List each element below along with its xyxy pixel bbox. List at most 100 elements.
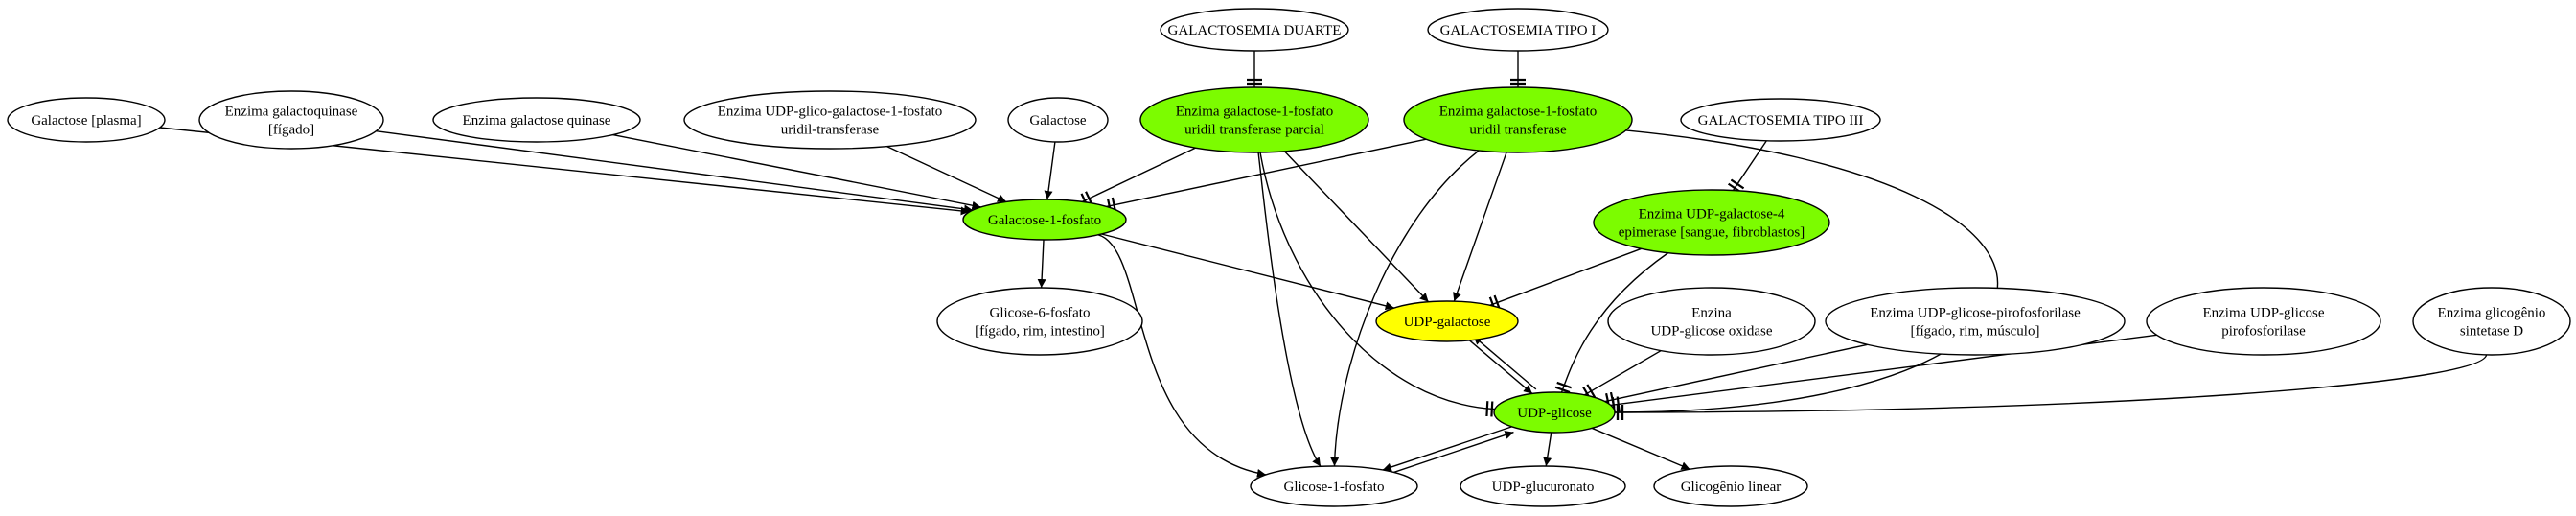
node-label: [fígado] bbox=[268, 123, 314, 138]
node-shape bbox=[962, 199, 1127, 241]
node-enzima-galactose-quinase: Enzima galactose quinase bbox=[432, 97, 641, 143]
edge-enzima-gal1p-parcial-to-udp-glicose bbox=[1259, 152, 1495, 417]
node-label: Enzima galactoquinase bbox=[225, 105, 358, 120]
node-label: UDP-glucuronato bbox=[1492, 480, 1595, 495]
node-label: Enzima galactose quinase bbox=[463, 113, 611, 129]
node-label: UDP-glicose bbox=[1517, 406, 1592, 421]
node-shape bbox=[1375, 300, 1519, 342]
node-enzima-galactoquinase: Enzima galactoquinase [fígado] bbox=[198, 90, 384, 150]
node-shape bbox=[1250, 465, 1418, 507]
node-label: uridil-transferase bbox=[781, 123, 880, 138]
node-galactosemia-tipo-iii: GALACTOSEMIA TIPO III bbox=[1680, 98, 1881, 142]
node-label: sintetase D bbox=[2460, 324, 2523, 340]
node-label: Enzima UDP-glicose bbox=[2202, 306, 2324, 321]
edge-galactosemia-tipo-iii-to-enzima-udp-gal-epimerase bbox=[1727, 140, 1767, 194]
edge-udp-glicose-to-udp-glucuronato bbox=[1543, 432, 1552, 467]
node-galactose-1-fosfato: Galactose-1-fosfato bbox=[962, 199, 1127, 241]
edge-enzima-udp-glicose-pirofosforilase-tissue-to-udp-glicose bbox=[1604, 343, 1868, 409]
edge-udp-glicose-to-glicogenio-linear bbox=[1591, 427, 1690, 470]
node-label: epimerase [sangue, fibroblastos] bbox=[1619, 225, 1806, 241]
edge-enzima-gal1p-to-galactose-1-fosfato bbox=[1106, 138, 1427, 214]
node-shape bbox=[1607, 287, 1816, 356]
node-shape bbox=[2412, 287, 2571, 356]
edge-galactose-1-fosfato-to-glicose-6-fosfato bbox=[1037, 239, 1046, 289]
node-label: Enzima glicogênio bbox=[2438, 306, 2546, 321]
node-galactosemia-duarte: GALACTOSEMIA DUARTE bbox=[1160, 8, 1349, 52]
node-shape bbox=[1427, 8, 1609, 52]
edge-enzima-udp-glico-galactose-to-galactose-1-fosfato bbox=[886, 145, 1007, 203]
edge-enzima-gal1p-to-udp-galactose bbox=[1453, 152, 1507, 302]
edge-galactose-to-galactose-1-fosfato bbox=[1044, 141, 1056, 200]
node-label: [fígado, rim, músculo] bbox=[1911, 324, 2040, 340]
node-label: UDP-glicose oxidase bbox=[1650, 324, 1772, 340]
node-shape bbox=[2146, 287, 2381, 356]
edge-enzima-galactose-quinase-to-galactose-1-fosfato bbox=[612, 133, 981, 210]
node-label: Galactose-1-fosfato bbox=[988, 213, 1101, 228]
node-label: Enzima galactose-1-fosfato bbox=[1176, 105, 1334, 120]
edge-enzima-gal1p-to-glicose-1-fosfato bbox=[1330, 150, 1480, 467]
node-shape bbox=[432, 97, 641, 143]
edge-enzima-gal1p-parcial-to-glicose-1-fosfato bbox=[1257, 152, 1322, 467]
edge-glicose-1-fosfato-to-udp-glicose bbox=[1384, 431, 1514, 477]
node-shape bbox=[1825, 287, 2126, 356]
node-udp-galactose: UDP-galactose bbox=[1375, 300, 1519, 342]
node-glicogenio-linear: Glicogênio linear bbox=[1653, 465, 1808, 507]
node-enzima-udp-gal-epimerase: Enzima UDP-galactose-4 epimerase [sangue,… bbox=[1593, 189, 1830, 256]
edge-enzima-gal1p-to-udp-glicose bbox=[1614, 129, 1999, 420]
node-label: Glicose-1-fosfato bbox=[1284, 480, 1385, 495]
node-shape bbox=[936, 287, 1143, 356]
edge-udp-glicose-to-glicose-1-fosfato bbox=[1382, 426, 1512, 472]
edge-galactose-1-fosfato-to-glicose-1-fosfato bbox=[1097, 234, 1267, 478]
node-glicose-1-fosfato: Glicose-1-fosfato bbox=[1250, 465, 1418, 507]
node-enzima-udp-glicose-pirofosforilase-tissue: Enzima UDP-glicose-pirofosforilase [fígad… bbox=[1825, 287, 2126, 356]
node-label: Glicogênio linear bbox=[1681, 480, 1782, 495]
node-shape bbox=[1493, 391, 1616, 434]
node-label: Glicose-6-fosfato bbox=[990, 306, 1091, 321]
node-shape bbox=[1139, 86, 1369, 153]
node-label: Enzima UDP-galactose-4 bbox=[1639, 207, 1785, 223]
node-udp-glicose: UDP-glicose bbox=[1493, 391, 1616, 434]
node-label: GALACTOSEMIA DUARTE bbox=[1168, 23, 1342, 38]
node-label: Enzima UDP-glicose-pirofosforilase bbox=[1870, 306, 2081, 321]
node-label: UDP-galactose bbox=[1404, 315, 1491, 330]
node-enzima-gal1p: Enzima galactose-1-fosfato uridil transfe… bbox=[1403, 86, 1633, 153]
node-enzima-gal1p-parcial: Enzima galactose-1-fosfato uridil transfe… bbox=[1139, 86, 1369, 153]
node-label: [fígado, rim, intestino] bbox=[975, 324, 1105, 340]
node-galactose: Galactose bbox=[1007, 97, 1109, 143]
node-shape bbox=[1460, 465, 1626, 507]
node-glicose-6-fosfato: Glicose-6-fosfato [fígado, rim, intestino… bbox=[936, 287, 1143, 356]
node-shape bbox=[1593, 189, 1830, 256]
edge-udp-glicose-to-udp-galactose bbox=[1472, 335, 1537, 390]
edge-enzina-udp-glicose-oxidase-to-udp-glicose bbox=[1582, 349, 1662, 401]
edge-enzima-glicogenio-sintetase-to-udp-glicose bbox=[1614, 354, 2488, 420]
node-label: GALACTOSEMIA TIPO I bbox=[1440, 23, 1597, 38]
node-label: Enzima UDP-glico-galactose-1-fosfato bbox=[718, 105, 943, 120]
node-shape bbox=[683, 90, 977, 150]
edges-layer bbox=[159, 51, 2488, 478]
node-label: uridil transferase parcial bbox=[1184, 123, 1324, 138]
node-shape bbox=[1680, 98, 1881, 142]
edge-udp-galactose-to-udp-glicose bbox=[1469, 340, 1533, 394]
node-label: GALACTOSEMIA TIPO III bbox=[1698, 113, 1864, 129]
edge-enzima-gal1p-parcial-to-udp-galactose bbox=[1283, 151, 1430, 303]
node-galactose-plasma: Galactose [plasma] bbox=[7, 97, 166, 143]
edge-enzima-gal1p-parcial-to-galactose-1-fosfato bbox=[1080, 147, 1196, 208]
node-enzima-udp-glico-galactose: Enzima UDP-glico-galactose-1-fosfato urid… bbox=[683, 90, 977, 150]
node-shape bbox=[198, 90, 384, 150]
node-shape bbox=[1403, 86, 1633, 153]
node-shape bbox=[1007, 97, 1109, 143]
nodes-layer: GALACTOSEMIA DUARTE GALACTOSEMIA TIPO I Ga… bbox=[7, 8, 2571, 507]
node-shape bbox=[1653, 465, 1808, 507]
node-label: Enzima galactose-1-fosfato bbox=[1439, 105, 1598, 120]
edge-enzima-udp-gal-epimerase-to-udp-galactose bbox=[1488, 247, 1643, 313]
node-galactosemia-tipo-i: GALACTOSEMIA TIPO I bbox=[1427, 8, 1609, 52]
node-label: uridil transferase bbox=[1469, 123, 1567, 138]
node-label: Enzina bbox=[1691, 306, 1732, 321]
node-label: Galactose bbox=[1029, 113, 1086, 129]
edge-enzima-galactoquinase-to-galactose-1-fosfato bbox=[376, 130, 974, 214]
edge-galactose-1-fosfato-to-udp-galactose bbox=[1101, 233, 1394, 311]
